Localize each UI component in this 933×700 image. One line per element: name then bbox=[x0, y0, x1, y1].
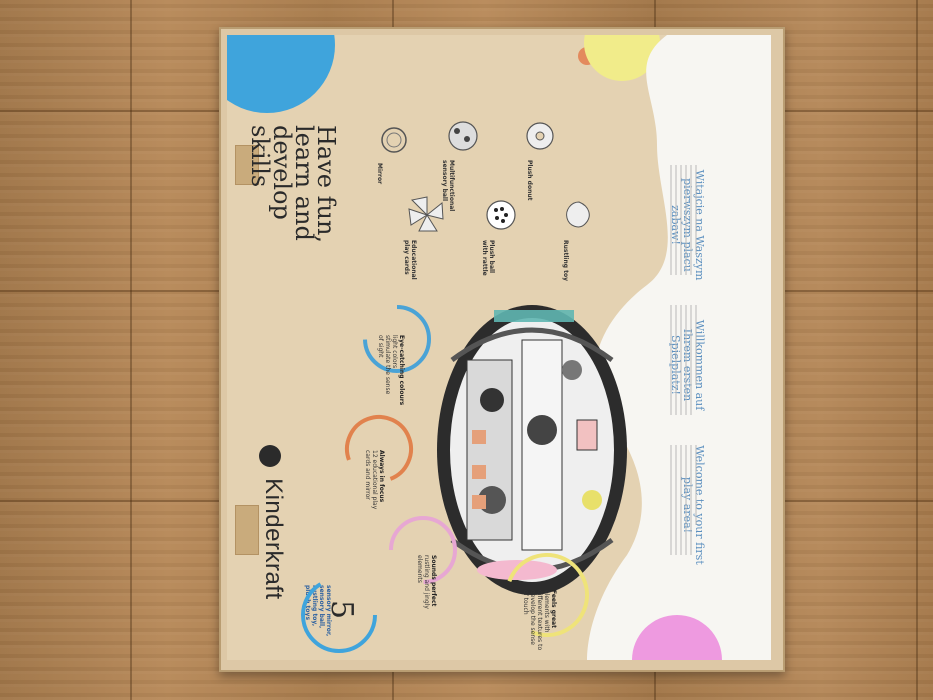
feature-ring-orange bbox=[345, 415, 413, 483]
feature-desc: rustling and jingly elements bbox=[416, 555, 430, 609]
blue-circle-decor bbox=[227, 35, 335, 113]
mirror-icon bbox=[381, 127, 407, 153]
feature-desc: 12 educational play cards and mirror bbox=[364, 450, 378, 510]
feature-desc: light colors stimulate the sense of sigh… bbox=[377, 335, 398, 395]
feature-title: Feels great bbox=[550, 590, 557, 628]
decor-shapes bbox=[227, 35, 771, 660]
feature-block: Eye-catching colours light colors stimul… bbox=[377, 335, 405, 405]
blue-ring-decor bbox=[301, 577, 377, 653]
play-cards-icon bbox=[408, 196, 444, 232]
plush-donut-icon bbox=[526, 122, 554, 150]
product-label: Multifunctional sensory ball bbox=[441, 160, 455, 212]
brand-logo: Kinderkraft bbox=[259, 445, 287, 600]
brand-name: Kinderkraft bbox=[260, 478, 287, 600]
feature-ring-pink bbox=[389, 516, 457, 584]
tape-strip bbox=[235, 505, 259, 555]
sensory-ball-icon bbox=[448, 121, 478, 151]
body-text-lines bbox=[670, 165, 697, 555]
feature-title: Eye-catching colours bbox=[398, 335, 405, 406]
rustling-toy-icon bbox=[566, 201, 590, 228]
feature-title: Sounds perfect bbox=[430, 555, 437, 607]
product-label: Mirror bbox=[376, 163, 383, 185]
plush-ball-icon bbox=[486, 200, 516, 230]
headline: Have fun, learn and develop skills bbox=[246, 125, 340, 244]
product-label: Plush ball with rattle bbox=[481, 240, 495, 276]
product-label: Rustling toy bbox=[562, 240, 569, 282]
feature-ring-yellow bbox=[505, 553, 589, 637]
tape-strip bbox=[235, 145, 259, 185]
box-side-panel: Have fun, learn and develop skills Kinde… bbox=[227, 35, 771, 660]
feature-block: Feels great elements with different text… bbox=[522, 590, 557, 652]
product-box: Have fun, learn and develop skills Kinde… bbox=[219, 27, 785, 672]
product-label: Plush donut bbox=[526, 160, 533, 201]
feature-desc: elements with different textures to deve… bbox=[522, 590, 550, 651]
feature-ring-blue bbox=[363, 305, 431, 373]
feature-block: Sounds perfect rustling and jingly eleme… bbox=[416, 555, 437, 617]
feature-title: Always in focus bbox=[378, 450, 385, 503]
product-label: Educational play cards bbox=[403, 240, 417, 280]
play-mat-illustration bbox=[437, 305, 627, 595]
feature-block: Always in focus 12 educational play card… bbox=[364, 450, 385, 512]
